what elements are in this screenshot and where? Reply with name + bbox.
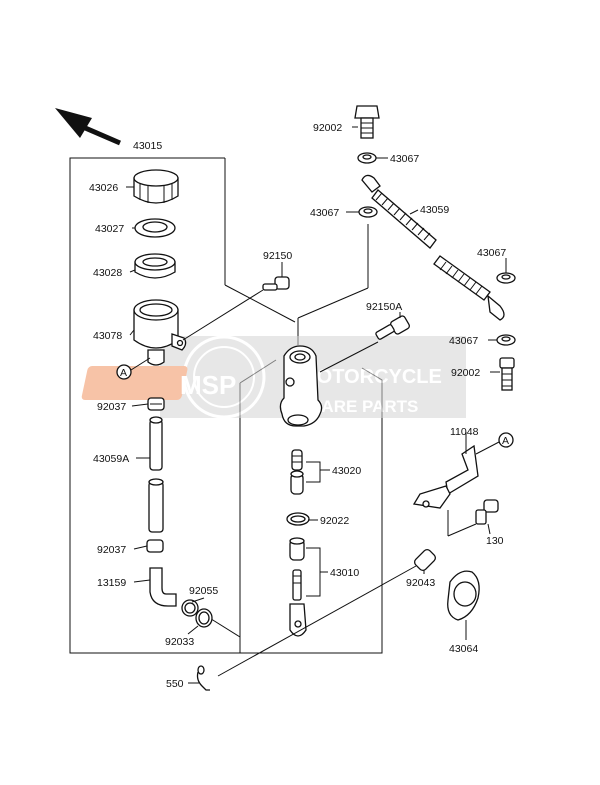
- cotter-pin: [193, 665, 210, 691]
- label-43067-top: 43067: [390, 153, 419, 165]
- reservoir-cap: [133, 169, 179, 204]
- label-43020: 43020: [332, 465, 361, 477]
- label-43010: 43010: [330, 567, 359, 579]
- label-43064: 43064: [449, 643, 478, 655]
- label-92037-bottom: 92037: [97, 544, 126, 556]
- bolt-92150: [182, 276, 290, 341]
- washer-top: [357, 152, 377, 164]
- bolt-92150A: [319, 315, 410, 373]
- bolt-130: [447, 499, 499, 537]
- piston-assembly: [290, 449, 304, 495]
- assembly-bracket-43015: [69, 157, 296, 654]
- reservoir-hose: [148, 416, 164, 533]
- part-labels: 43015 43026 43027 43028 43078 92037 4305…: [89, 122, 506, 690]
- ref-a-label-right: A: [502, 435, 509, 447]
- o-ring-and-circlip: [181, 599, 213, 628]
- label-92022: 92022: [320, 515, 349, 527]
- label-92037-top: 92037: [97, 401, 126, 413]
- label-92002-top: 92002: [313, 122, 342, 134]
- hose-elbow: [149, 567, 177, 607]
- watermark-logo: MSP: [180, 370, 236, 400]
- leader-lines: [126, 126, 507, 684]
- label-92033: 92033: [165, 636, 194, 648]
- watermark-line1: MOTORCYCLE: [300, 366, 442, 388]
- assembly-bracket-right: [239, 224, 383, 654]
- label-43059A: 43059A: [93, 453, 129, 465]
- label-43067-right-lower: 43067: [449, 335, 478, 347]
- label-13159: 13159: [97, 577, 126, 589]
- brake-hose: [361, 174, 505, 321]
- label-43027: 43027: [95, 223, 124, 235]
- clevis-pin: [217, 548, 437, 677]
- label-43015: 43015: [133, 140, 162, 152]
- washer-right-upper: [496, 272, 516, 284]
- watermark: MSP MOTORCYCLE SPARE PARTS: [81, 335, 466, 419]
- hose-clamp-top: [147, 397, 165, 411]
- mounting-bracket: [412, 444, 479, 509]
- front-direction-arrow-icon: [55, 108, 121, 146]
- label-92043: 92043: [406, 577, 435, 589]
- label-92002-right: 92002: [451, 367, 480, 379]
- label-550: 550: [166, 678, 184, 690]
- washer-right-lower: [496, 334, 516, 346]
- diaphragm: [134, 253, 176, 279]
- diaphragm-plate: [134, 218, 176, 238]
- label-11048: 11048: [450, 426, 479, 438]
- label-92150: 92150: [263, 250, 292, 262]
- push-rod: [289, 537, 307, 637]
- ref-a-label-left: A: [120, 367, 127, 379]
- banjo-bolt-right: [499, 357, 515, 391]
- watermark-line2: SPARE PARTS: [300, 397, 418, 416]
- hose-clamp-bottom: [146, 539, 164, 553]
- ref-marker-a-right: A: [475, 432, 514, 455]
- label-92150A: 92150A: [366, 301, 402, 313]
- label-43026: 43026: [89, 182, 118, 194]
- label-43078: 43078: [93, 330, 122, 342]
- label-43067-right-upper: 43067: [477, 247, 506, 259]
- ref-marker-a-left: A: [116, 357, 151, 380]
- circlip-92022: [286, 512, 310, 526]
- master-cylinder-body: [279, 345, 323, 427]
- banjo-bolt-top: [354, 105, 380, 139]
- dust-boot: [447, 570, 480, 621]
- washer-left: [358, 206, 378, 218]
- label-43028: 43028: [93, 267, 122, 279]
- reservoir: [133, 299, 187, 366]
- label-130: 130: [486, 535, 504, 547]
- label-43067-left: 43067: [310, 207, 339, 219]
- label-92055: 92055: [189, 585, 218, 597]
- label-43059: 43059: [420, 204, 449, 216]
